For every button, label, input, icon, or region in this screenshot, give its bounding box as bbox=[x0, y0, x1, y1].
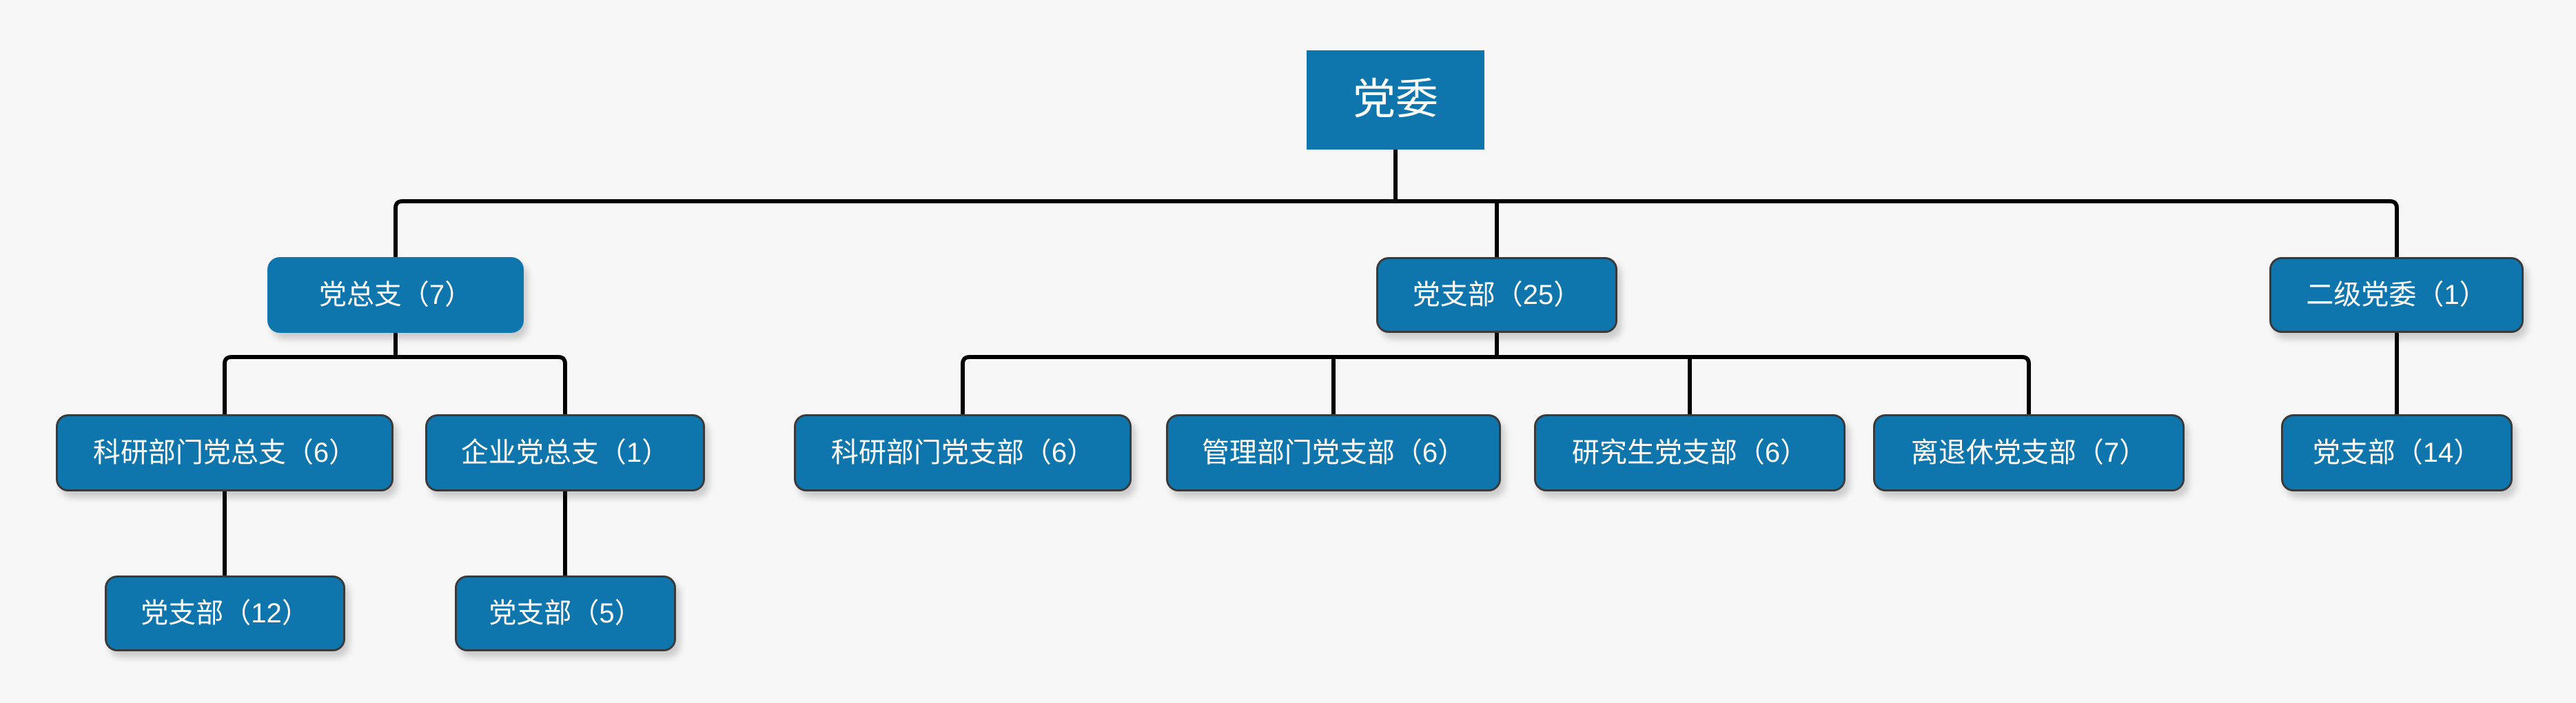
connector-mid-bus bbox=[961, 355, 2031, 419]
connector-left-bus bbox=[223, 355, 567, 419]
node-graduate-party-branch[interactable]: 研究生党支部（6） bbox=[1534, 414, 1846, 491]
node-general-party-branch[interactable]: 党总支（7） bbox=[267, 257, 524, 333]
node-party-branch-25[interactable]: 党支部（25） bbox=[1376, 257, 1617, 333]
node-party-branch-5[interactable]: 党支部（5） bbox=[455, 575, 676, 651]
node-party-branch-14[interactable]: 党支部（14） bbox=[2281, 414, 2513, 491]
node-party-branch-12[interactable]: 党支部（12） bbox=[105, 575, 345, 651]
node-party-committee[interactable]: 党委 bbox=[1307, 50, 1484, 150]
node-secondary-party-committee[interactable]: 二级党委（1） bbox=[2269, 257, 2524, 333]
node-research-dept-general-branch[interactable]: 科研部门党总支（6） bbox=[56, 414, 393, 491]
node-management-dept-party-branch[interactable]: 管理部门党支部（6） bbox=[1166, 414, 1501, 491]
connector-level2-bus bbox=[393, 199, 2399, 262]
node-enterprise-general-branch[interactable]: 企业党总支（1） bbox=[425, 414, 705, 491]
node-research-dept-party-branch[interactable]: 科研部门党支部（6） bbox=[794, 414, 1132, 491]
node-retired-party-branch[interactable]: 离退休党支部（7） bbox=[1873, 414, 2185, 491]
